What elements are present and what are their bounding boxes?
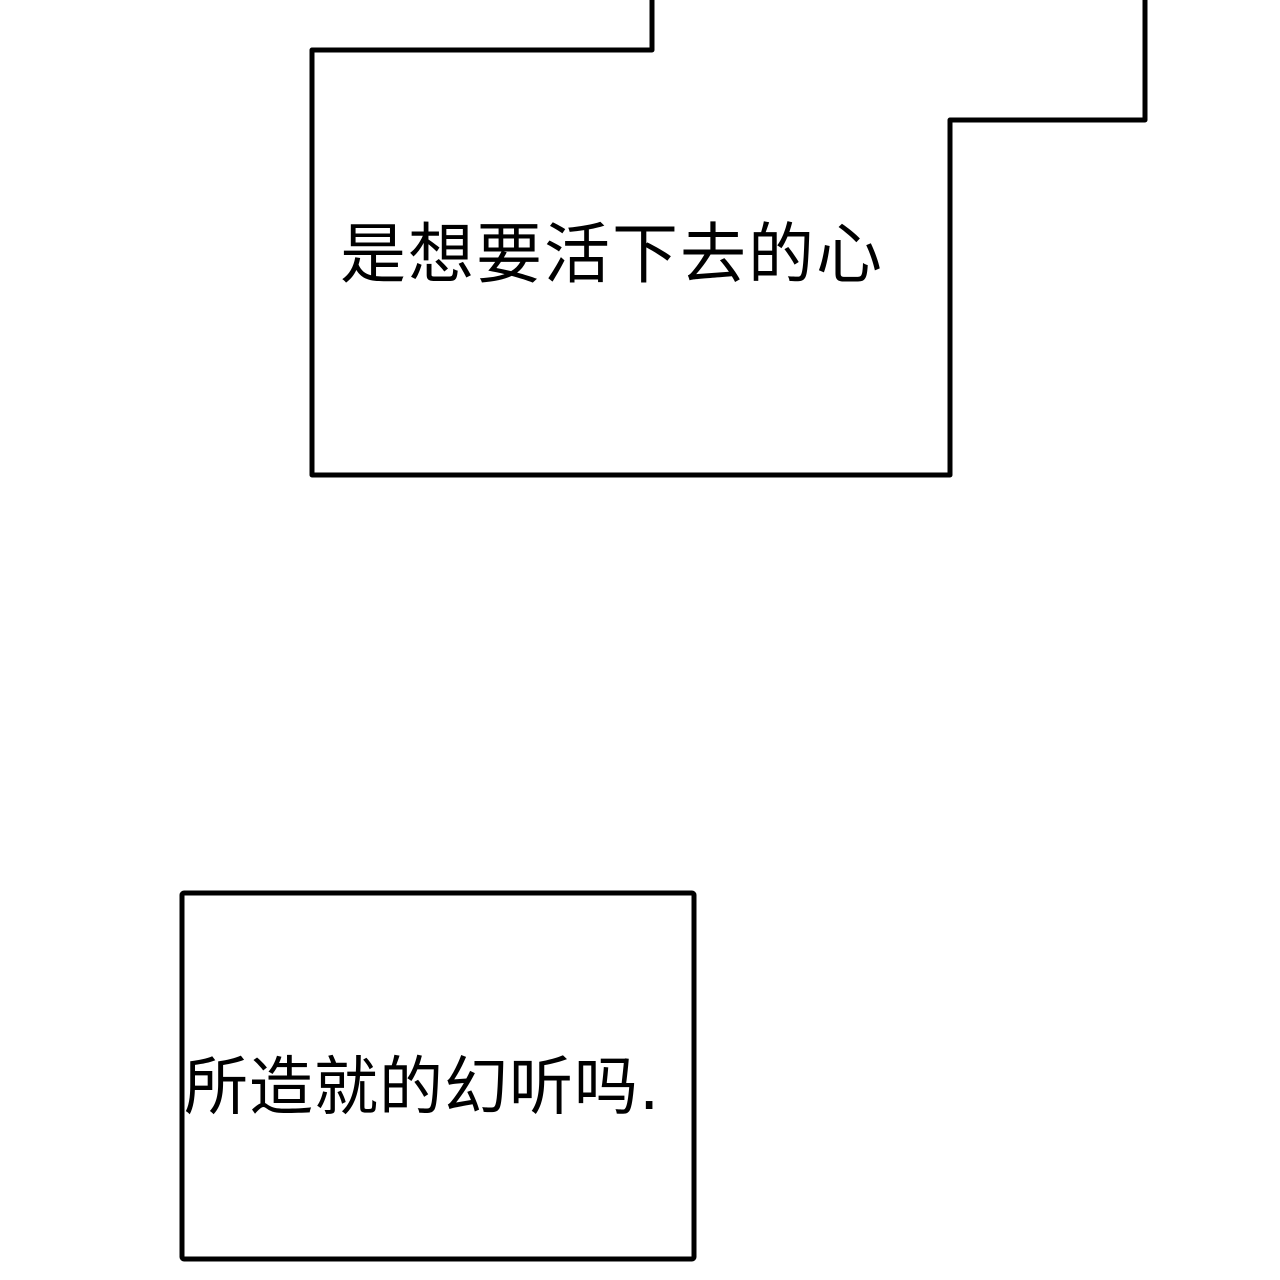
panel-bottom-border — [179, 890, 697, 1262]
panel-top-border — [309, 0, 1148, 478]
panel-bottom-caption: 所造就的幻听吗. — [184, 1051, 661, 1125]
panel-top-caption: 是想要活下去的心 — [340, 216, 884, 293]
